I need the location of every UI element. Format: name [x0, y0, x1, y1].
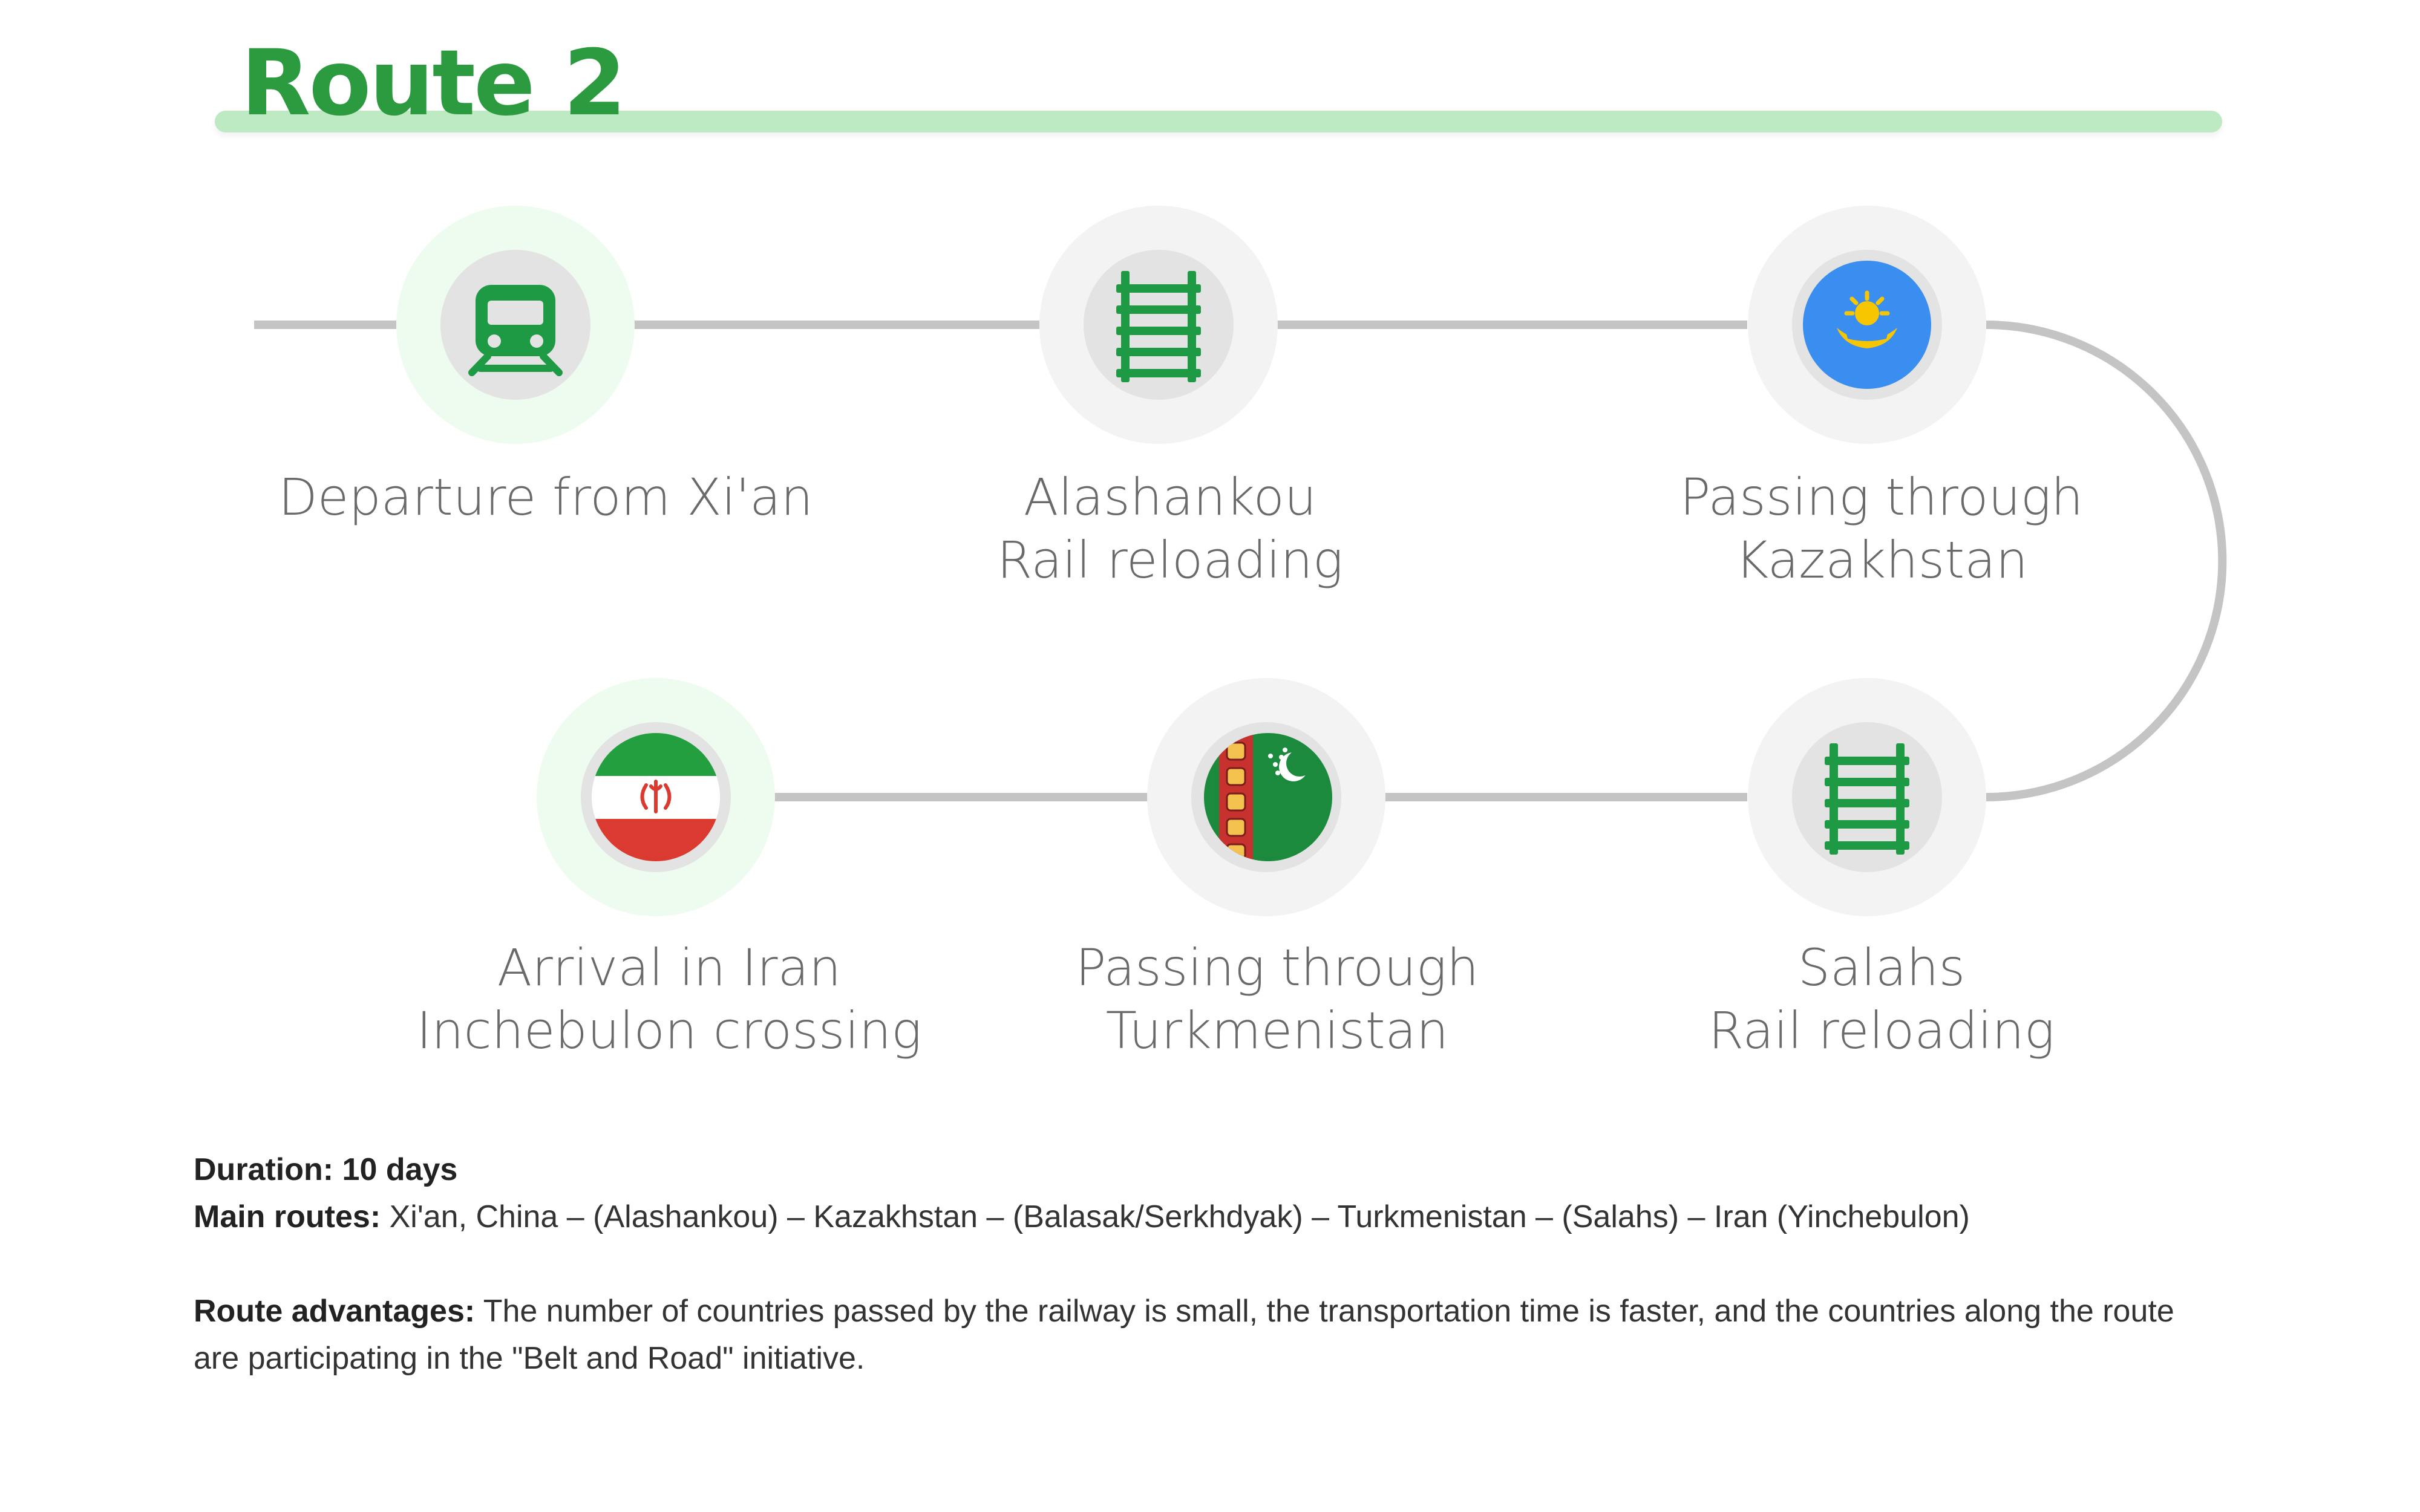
- stop-label-line: Passing through: [1075, 938, 1479, 997]
- rail-track-icon: [1116, 271, 1201, 382]
- duration-line: Duration: 10 days: [194, 1146, 2214, 1193]
- stop-node: [1039, 206, 1278, 444]
- stop-label: Passing through Kazakhstan: [1579, 466, 2184, 591]
- stop-label-line: Departure from Xi'an: [278, 468, 813, 527]
- advantages-label: Route advantages:: [194, 1294, 476, 1329]
- stop-label-line: Arrival in Iran: [497, 938, 842, 997]
- stop-node: [1147, 678, 1385, 916]
- stop-label-line: Turkmenistan: [1105, 1001, 1449, 1060]
- stop-label: Departure from Xi'an: [243, 466, 848, 529]
- stop-node: [537, 678, 775, 916]
- title-underline: [215, 111, 2222, 132]
- stop-label-line: Alashankou: [1023, 468, 1317, 527]
- stop-node: [1748, 678, 1986, 916]
- page-title: Route 2: [241, 31, 626, 136]
- stop-label-line: Kazakhstan: [1735, 530, 2028, 590]
- advantages-paragraph: Route advantages: The number of countrie…: [194, 1288, 2214, 1382]
- duration-label: Duration: 10 days: [194, 1152, 458, 1187]
- route-connectors: [254, 321, 2227, 801]
- route-info: Duration: 10 days Main routes: Xi'an, Ch…: [194, 1146, 2214, 1382]
- stop-label: Passing through Turkmenistan: [975, 936, 1580, 1062]
- main-routes-line: Main routes: Xi'an, China – (Alashankou)…: [194, 1193, 2214, 1240]
- advantages-text: The number of countries passed by the ra…: [194, 1294, 2174, 1376]
- main-routes-text: Xi'an, China – (Alashankou) – Kazakhstan…: [381, 1199, 1970, 1234]
- main-routes-label: Main routes:: [194, 1199, 381, 1234]
- stop-label-line: Rail reloading: [1708, 1001, 2055, 1060]
- train-icon: [468, 285, 563, 376]
- rail-track-icon: [1825, 743, 1909, 855]
- stop-label-line: Rail reloading: [996, 530, 1344, 590]
- stop-label-line: Passing through: [1679, 468, 2084, 527]
- stop-label-line: Salahs: [1797, 938, 1966, 997]
- stop-node: [396, 206, 635, 444]
- stop-node: [1748, 206, 1986, 444]
- stop-label-line: Inchebulon crossing: [416, 1001, 922, 1060]
- stop-label: Salahs Rail reloading: [1579, 936, 2184, 1062]
- connector-curve: [1986, 321, 2227, 801]
- stop-label: Arrival in Iran Inchebulon crossing: [367, 936, 972, 1062]
- kazakhstan-flag-icon: [1803, 261, 1931, 389]
- turkmenistan-flag-icon: [1204, 733, 1332, 861]
- stop-label: Alashankou Rail reloading: [868, 466, 1473, 591]
